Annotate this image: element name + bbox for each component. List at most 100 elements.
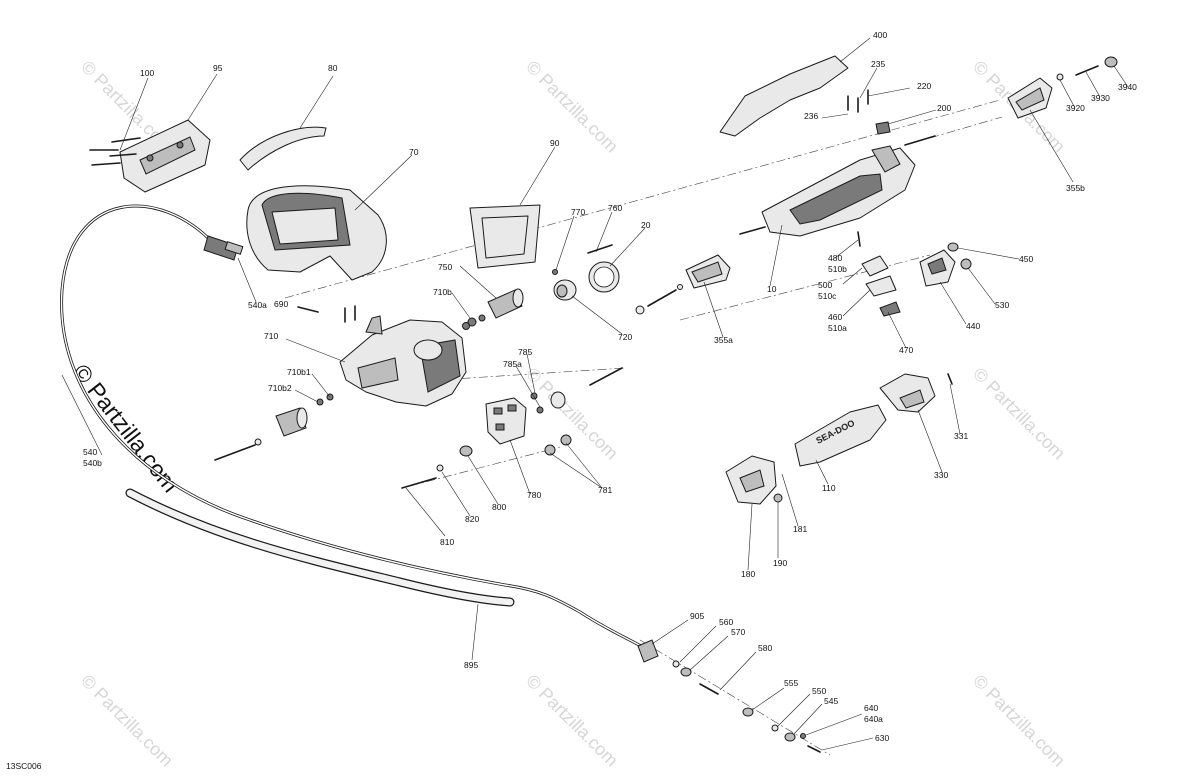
label-810: 810	[440, 537, 454, 547]
part-530	[960, 258, 972, 270]
label-440: 440	[966, 321, 980, 331]
parts-cable-end	[637, 639, 821, 753]
part-750-sleeve	[467, 288, 524, 327]
label-480: 480	[828, 253, 842, 263]
part-480-screw	[857, 231, 861, 247]
label-110: 110	[822, 483, 836, 493]
label-820: 820	[465, 514, 479, 524]
label-460: 460	[828, 312, 842, 322]
part-400-cover	[719, 55, 849, 137]
callout-labels: 100 95 80 70 90 770 760 20 750 710b 720 …	[83, 30, 1137, 743]
label-236: 236	[804, 111, 818, 121]
label-450: 450	[1019, 254, 1033, 264]
part-355b-grip	[1007, 77, 1053, 119]
watermark: © Partzilla.com	[969, 364, 1069, 464]
label-640a: 640a	[864, 714, 883, 724]
part-80-cover	[239, 126, 327, 171]
label-690: 690	[274, 299, 288, 309]
part-331-screw	[947, 373, 953, 385]
label-545: 545	[824, 696, 838, 706]
watermark-main: © Partzilla.com	[68, 359, 184, 497]
part-200-switch	[875, 121, 891, 135]
label-710b: 710b	[433, 287, 452, 297]
screws-100	[89, 137, 141, 166]
label-710b1: 710b1	[287, 367, 311, 377]
label-220: 220	[917, 81, 931, 91]
label-710: 710	[264, 331, 278, 341]
label-780: 780	[527, 490, 541, 500]
label-181: 181	[793, 524, 807, 534]
label-550: 550	[812, 686, 826, 696]
label-95: 95	[213, 63, 223, 73]
label-190: 190	[773, 558, 787, 568]
label-20: 20	[641, 220, 651, 230]
watermark: © Partzilla.com	[522, 671, 622, 771]
label-800: 800	[492, 502, 506, 512]
parts-bolt-row	[635, 284, 683, 315]
watermark: © Partzilla.com	[522, 364, 622, 464]
label-500: 500	[818, 280, 832, 290]
label-90: 90	[550, 138, 560, 148]
label-331: 331	[954, 431, 968, 441]
label-10: 10	[767, 284, 777, 294]
label-355b: 355b	[1066, 183, 1085, 193]
label-895: 895	[464, 660, 478, 670]
parts-710b	[316, 322, 470, 406]
part-730-bolt	[214, 444, 256, 461]
part-770-washer	[552, 269, 558, 275]
label-720: 720	[618, 332, 632, 342]
label-905: 905	[690, 611, 704, 621]
part-190	[773, 493, 783, 503]
parts-235-236-220	[847, 89, 869, 113]
label-785a: 785a	[503, 359, 522, 369]
label-470: 470	[899, 345, 913, 355]
parts-781	[544, 434, 572, 456]
watermarks: © Partzilla.com © Partzilla.com © Partzi…	[68, 57, 1069, 771]
part-90-decal	[469, 204, 541, 269]
label-760: 760	[608, 203, 622, 213]
label-781: 781	[598, 485, 612, 495]
leader-lines	[61, 37, 1129, 751]
part-330-cover	[879, 373, 936, 413]
diagram-code: 13SC006	[6, 761, 42, 771]
watermark: © Partzilla.com	[77, 671, 177, 771]
part-70-housing	[246, 185, 387, 281]
label-510c: 510c	[818, 291, 837, 301]
label-400: 400	[873, 30, 887, 40]
label-70: 70	[409, 147, 419, 157]
label-330: 330	[934, 470, 948, 480]
hose-895	[125, 488, 515, 607]
label-180: 180	[741, 569, 755, 579]
label-355a: 355a	[714, 335, 733, 345]
label-555: 555	[784, 678, 798, 688]
label-750: 750	[438, 262, 452, 272]
part-690-screw	[297, 306, 319, 313]
part-110-panel: SEA-DOO	[794, 404, 887, 467]
parts-800-820-810	[401, 445, 473, 489]
label-560: 560	[719, 617, 733, 627]
label-570: 570	[731, 627, 745, 637]
part-180-cover	[725, 455, 777, 505]
label-3930: 3930	[1091, 93, 1110, 103]
label-640: 640	[864, 703, 878, 713]
axis-line	[409, 446, 561, 487]
label-710b2: 710b2	[268, 383, 292, 393]
axis-line	[359, 367, 626, 386]
label-3940: 3940	[1118, 82, 1137, 92]
label-3920: 3920	[1066, 103, 1085, 113]
part-470	[879, 301, 901, 317]
part-10-handlebar	[739, 135, 936, 237]
label-200: 200	[937, 103, 951, 113]
axis-line	[284, 99, 1001, 299]
label-510b: 510b	[828, 264, 847, 274]
watermark: © Partzilla.com	[522, 57, 622, 157]
label-235: 235	[871, 59, 885, 69]
parts-785	[530, 367, 623, 414]
part-355a-grip	[685, 254, 731, 289]
part-710-housing	[339, 305, 467, 407]
axis-line	[929, 116, 1003, 139]
washer	[254, 438, 262, 446]
label-100: 100	[140, 68, 154, 78]
label-540a: 540a	[248, 300, 267, 310]
